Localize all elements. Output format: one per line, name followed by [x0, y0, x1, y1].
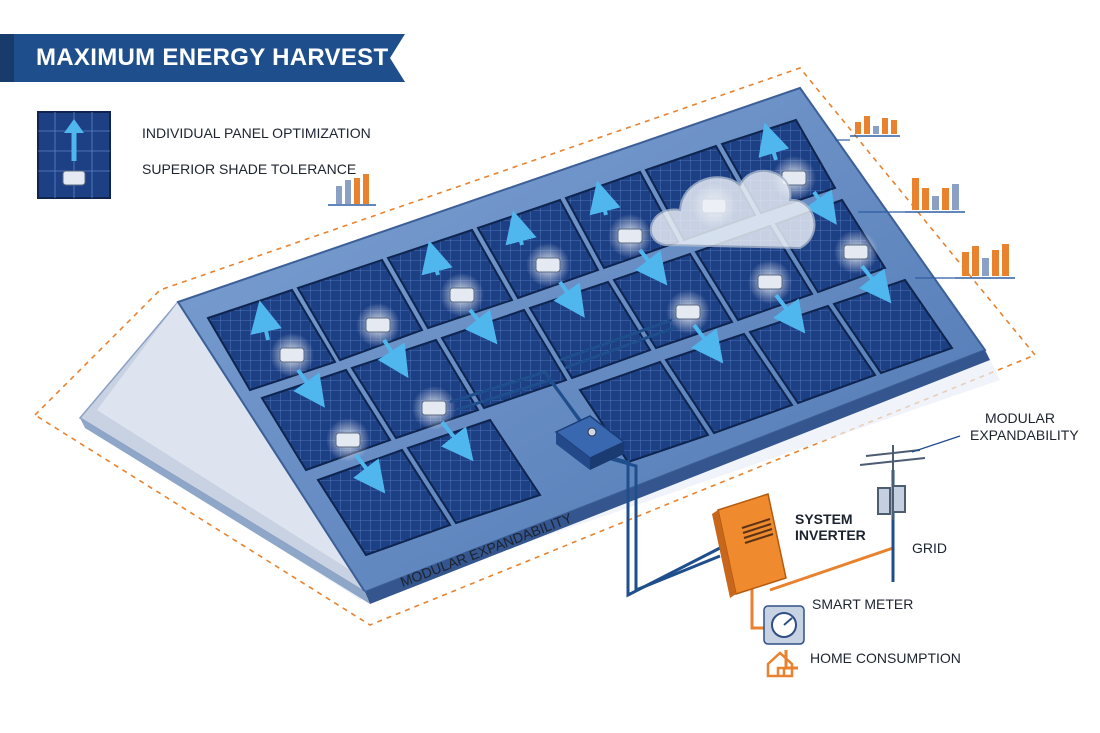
combiner-box-icon	[554, 415, 626, 470]
energy-flow-arrows	[250, 122, 892, 494]
inverter-icon	[712, 493, 787, 598]
bar-chart-icon-3	[955, 244, 1015, 279]
label-grid: GRID	[912, 540, 947, 556]
label-modular-line1: MODULAR	[985, 410, 1056, 426]
title-banner: MAXIMUM ENERGY HARVEST	[0, 34, 405, 82]
microinverter-icons	[270, 156, 878, 462]
label-smart-meter: SMART METER	[812, 596, 914, 612]
meter-icon	[763, 605, 805, 645]
panel-row-3	[316, 278, 954, 557]
feature-label-shade: SUPERIOR SHADE TOLERANCE	[142, 161, 357, 177]
dc-wiring	[449, 318, 721, 598]
feature-label-optimization: INDIVIDUAL PANEL OPTIMIZATION	[142, 125, 371, 141]
label-system-inverter-line1: SYSTEM	[795, 511, 853, 527]
label-home-consumption: HOME CONSUMPTION	[810, 650, 961, 666]
label-system-inverter-line2: INVERTER	[795, 527, 866, 543]
cloud-icon	[649, 169, 816, 250]
utility-pole-icon	[859, 445, 926, 520]
house-icon	[766, 651, 794, 678]
bar-chart-icon-1	[850, 116, 900, 137]
panel-optimizer-icon	[37, 111, 111, 199]
bar-chart-icon-4	[328, 174, 376, 206]
bar-chart-icon-2	[905, 178, 965, 213]
label-modular-line2: EXPANDABILITY	[970, 427, 1079, 443]
page-title: MAXIMUM ENERGY HARVEST	[36, 44, 389, 71]
